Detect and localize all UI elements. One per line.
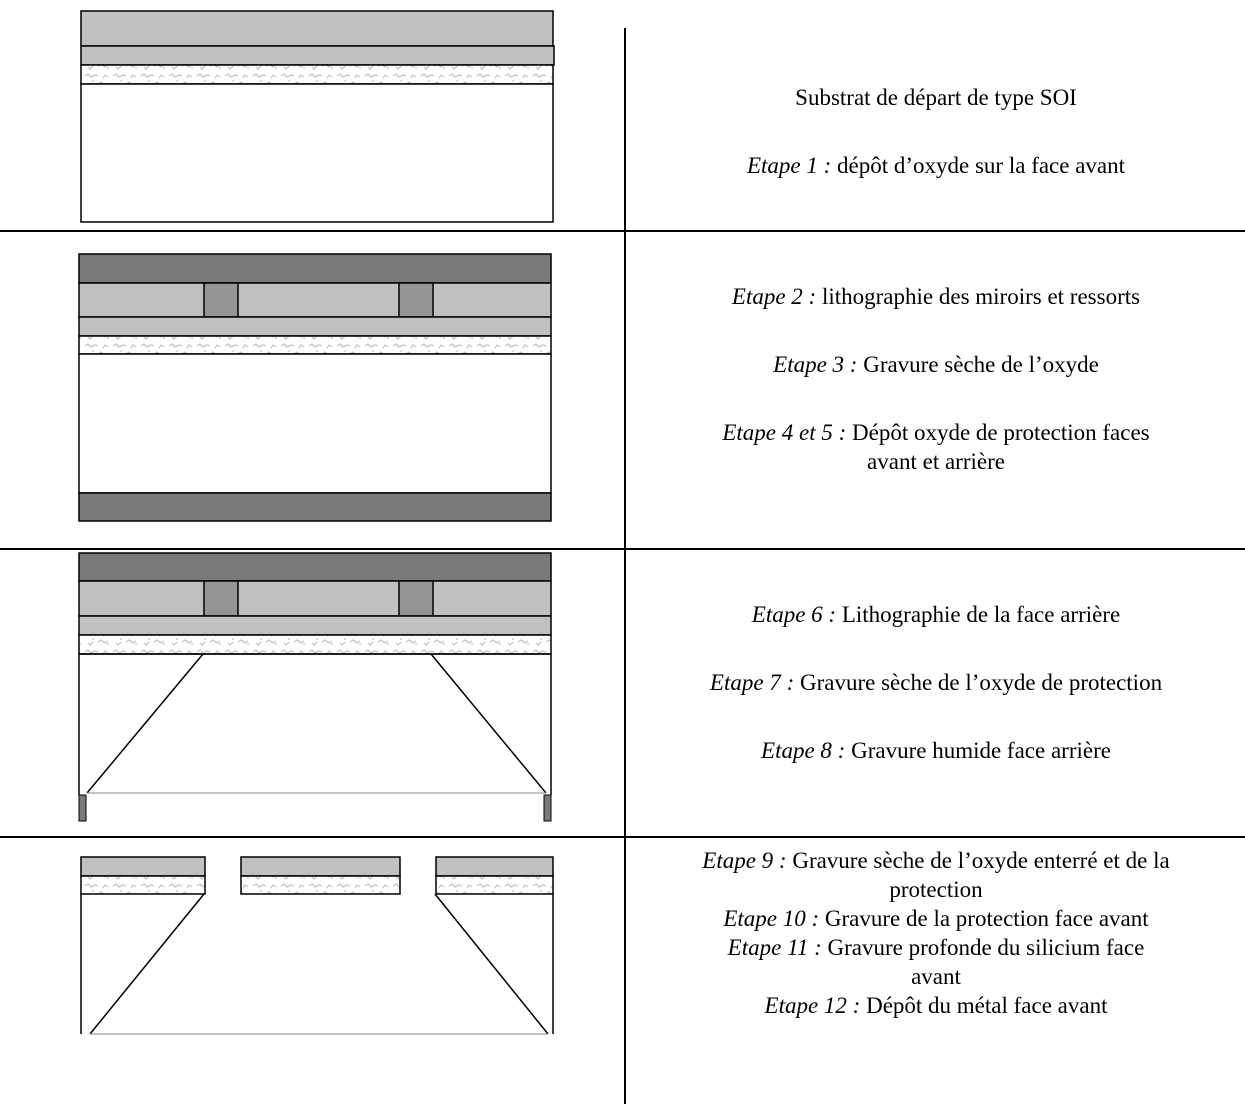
step-description-4: Etape 9 : Gravure sèche de l’oxyde enter…	[632, 846, 1240, 1020]
etched-opening-left	[203, 580, 239, 617]
etch-slope-right	[430, 653, 547, 794]
description-line: Etape 12 : Dépôt du métal face avant	[764, 993, 1108, 1018]
silicon-device-layer	[78, 316, 552, 337]
buried-oxide-layer	[80, 64, 554, 85]
mirror-segment-center-box	[240, 875, 401, 895]
silicon-device-layer	[78, 615, 552, 636]
front-oxide-layer	[80, 10, 554, 47]
mirror-segment-right-box	[435, 875, 554, 895]
etch-slope-left	[86, 653, 204, 794]
description-line: Etape 9 : Gravure sèche de l’oxyde enter…	[702, 848, 1170, 873]
etch-slope-left	[89, 893, 205, 1035]
etched-opening-right	[398, 580, 434, 617]
silicon-device-layer	[80, 45, 555, 66]
buried-oxide-layer	[78, 335, 552, 355]
description-line: Etape 6 : Lithographie de la face arrièr…	[751, 602, 1121, 627]
description-line: Etape 1 : dépôt d’oxyde sur la face avan…	[746, 153, 1126, 178]
mirror-segment-center-top	[240, 856, 401, 877]
buried-oxide-layer	[78, 634, 552, 655]
protection-oxide-bottom	[78, 492, 552, 522]
cross-section-step-1	[80, 10, 555, 223]
mirror-segment-right-top	[435, 856, 554, 877]
description-line: avant	[911, 964, 961, 989]
back-protection-remnant-right	[543, 794, 552, 822]
description-line: Etape 4 et 5 : Dépôt oxyde de protection…	[722, 420, 1150, 445]
cross-section-step-6-8	[78, 552, 552, 822]
description-line: Etape 3 : Gravure sèche de l’oxyde	[773, 352, 1099, 377]
protection-oxide-top	[78, 253, 552, 284]
description-line: avant et arrière	[867, 449, 1005, 474]
description-line: Etape 2 : lithographie des miroirs et re…	[731, 284, 1141, 309]
step-description-3: Etape 6 : Lithographie de la face arrièr…	[632, 600, 1240, 765]
protection-oxide-top	[78, 552, 552, 582]
etched-opening-right	[398, 282, 434, 318]
description-line: Substrat de départ de type SOI	[795, 85, 1077, 110]
cross-section-step-2-5	[78, 253, 552, 522]
patterned-oxide-layer	[78, 580, 552, 617]
row-divider-1	[0, 230, 1245, 232]
mirror-segment-left-top	[80, 856, 206, 877]
back-protection-remnant-left	[78, 794, 87, 822]
silicon-handle-substrate	[78, 353, 552, 494]
row-divider-3	[0, 836, 1245, 838]
step-description-2: Etape 2 : lithographie des miroirs et re…	[632, 282, 1240, 476]
description-line: Etape 11 : Gravure profonde du silicium …	[727, 935, 1145, 960]
etch-slope-right	[434, 893, 549, 1035]
mirror-segment-left-box	[80, 875, 206, 895]
patterned-oxide-layer	[78, 282, 552, 318]
silicon-handle-substrate	[80, 83, 554, 223]
step-description-1: Substrat de départ de type SOI Etape 1 :…	[632, 83, 1240, 180]
description-line: Etape 10 : Gravure de la protection face…	[723, 906, 1149, 931]
row-divider-2	[0, 548, 1245, 550]
cross-section-step-9-12	[80, 856, 554, 1035]
description-line: protection	[889, 877, 983, 902]
description-line: Etape 7 : Gravure sèche de l’oxyde de pr…	[709, 670, 1163, 695]
etched-opening-left	[203, 282, 239, 318]
column-divider	[624, 28, 626, 1104]
description-line: Etape 8 : Gravure humide face arrière	[761, 738, 1111, 763]
